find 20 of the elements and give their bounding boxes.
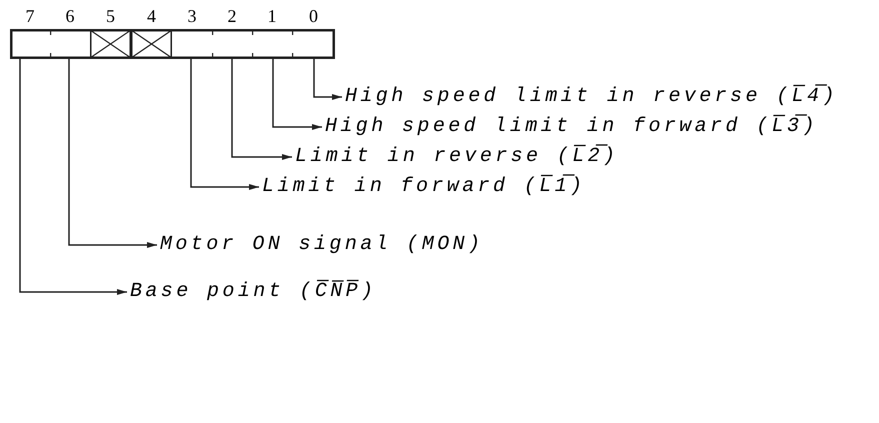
bit-number: 7 — [24, 6, 36, 26]
leader-arrow — [231, 58, 292, 160]
leader-arrow — [272, 58, 322, 130]
bit-number: 1 — [266, 6, 278, 26]
bit-number: 6 — [64, 6, 76, 26]
signal-label: High speed limit in forward (L̅3̅) — [325, 114, 818, 140]
leader-arrow — [313, 58, 342, 100]
signal-label: High speed limit in reverse (L̅4̅) — [345, 84, 838, 110]
leader-arrow — [68, 58, 157, 248]
leader-arrow — [190, 58, 259, 190]
signal-label: Motor ON signal (MON) — [160, 232, 484, 258]
bit-number: 4 — [146, 6, 157, 26]
bit-number: 5 — [105, 6, 116, 26]
signal-label: Limit in forward (L̅1̅) — [262, 174, 586, 200]
signal-label: Base point (C̅N̅P̅) — [130, 279, 376, 305]
signal-label: Limit in reverse (L̅2̅) — [295, 144, 618, 170]
leader-arrow — [19, 58, 127, 295]
bit-number: 3 — [186, 6, 198, 26]
bit-number: 2 — [226, 6, 238, 26]
bit-number: 0 — [308, 6, 319, 26]
